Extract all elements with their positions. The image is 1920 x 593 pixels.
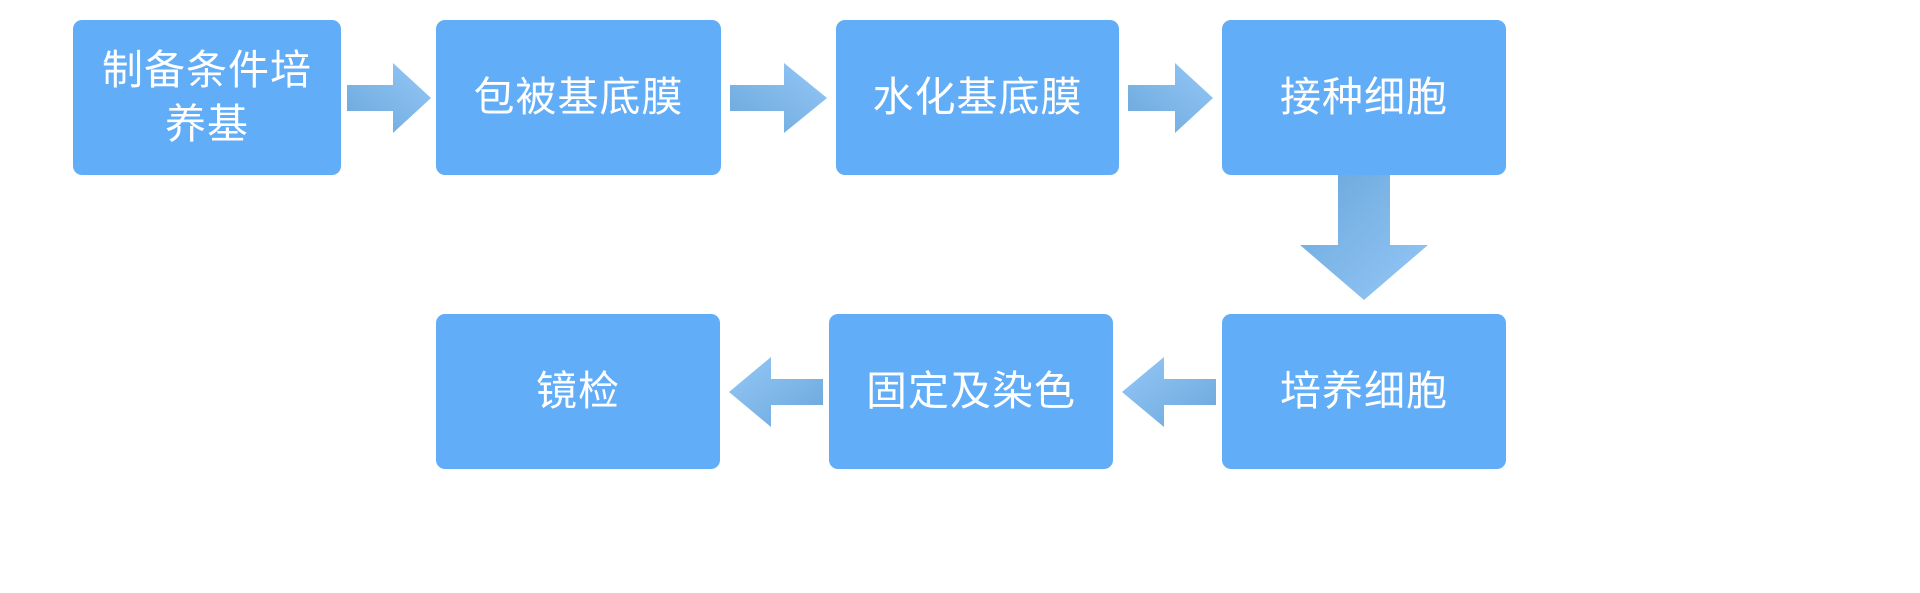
arrow-right-icon-coat-to-hydrate [730,63,827,133]
flow-node-label: 培养细胞 [1280,367,1448,414]
flow-node-fix-and-stain[interactable]: 固定及染色 [829,314,1113,469]
arrow-left-icon-fix-to-microscopy [729,357,823,427]
flow-node-hydrate-basement-membrane[interactable]: 水化基底膜 [836,20,1119,175]
flow-node-label: 固定及染色 [866,367,1076,414]
flow-node-label: 接种细胞 [1280,73,1448,120]
flow-node-coat-basement-membrane[interactable]: 包被基底膜 [436,20,721,175]
arrow-right-icon-hydrate-to-seed [1128,63,1213,133]
flow-node-seed-cells[interactable]: 接种细胞 [1222,20,1506,175]
flow-node-culture-cells[interactable]: 培养细胞 [1222,314,1506,469]
arrow-down-icon-seed-to-culture [1300,175,1428,300]
flow-node-label: 水化基底膜 [872,73,1083,120]
flow-node-label: 镜检 [536,367,620,414]
flow-node-prepare-conditioned-medium[interactable]: 制备条件培 养基 [73,20,341,175]
flow-node-label: 制备条件培 养基 [102,47,312,147]
arrow-left-icon-culture-to-fix [1122,357,1216,427]
arrow-right-icon-prepare-to-coat [347,63,431,133]
flow-node-microscopic-examination[interactable]: 镜检 [436,314,720,469]
flow-node-label: 包被基底膜 [473,73,684,120]
